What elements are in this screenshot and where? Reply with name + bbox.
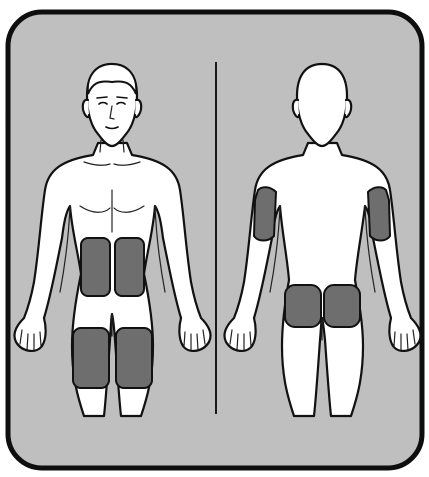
injection-site-upper-arm-right	[368, 187, 390, 240]
front-eyebrow-right	[117, 97, 127, 98]
back-ear-left	[293, 100, 299, 117]
injection-site-abdomen-left	[81, 238, 110, 296]
injection-site-abdomen-right	[115, 238, 144, 296]
back-ear-right	[345, 100, 351, 117]
injection-site-thigh-left	[73, 328, 109, 388]
front-ear-left	[83, 100, 89, 117]
injection-site-buttock-right	[324, 285, 360, 327]
front-eyebrow-left	[97, 97, 107, 98]
injection-site-upper-arm-left	[254, 187, 276, 240]
front-ear-right	[135, 100, 141, 117]
injection-site-buttock-left	[285, 285, 321, 327]
injection-site-thigh-right	[116, 328, 152, 388]
